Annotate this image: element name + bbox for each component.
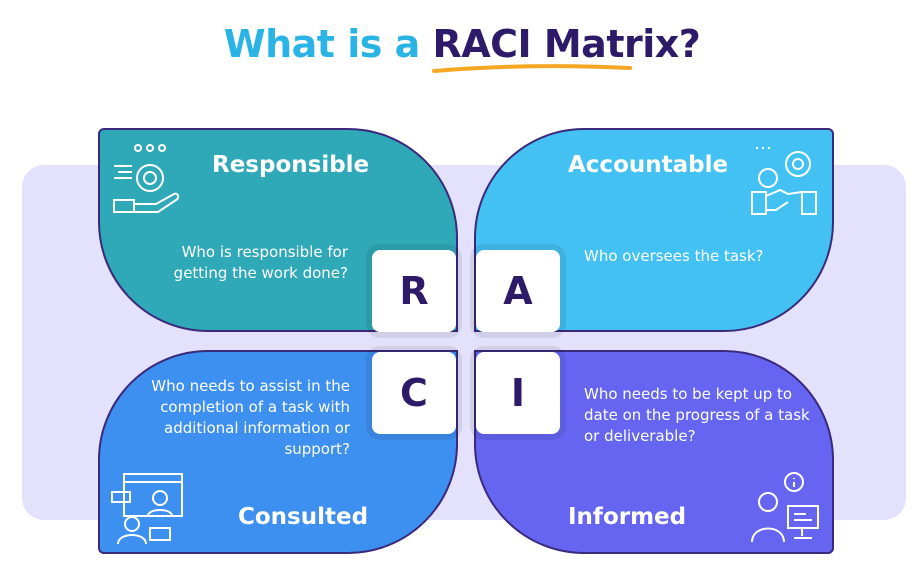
quadrant-heading: Responsible xyxy=(212,152,370,178)
underline-decoration xyxy=(432,64,633,73)
letter-c: C xyxy=(372,352,456,434)
letter-r: R xyxy=(372,250,456,332)
quadrant-description: Who needs to be kept up to date on the p… xyxy=(584,385,810,445)
quadrant-description: Who needs to assist in the completion of… xyxy=(151,377,350,458)
quadrant-heading: Informed xyxy=(568,504,687,530)
title-highlight: RACI Matrix? xyxy=(432,22,701,73)
letter-i: I xyxy=(476,352,560,434)
quadrant-heading: Accountable xyxy=(568,152,729,178)
quadrant-description: Who is responsible for getting the work … xyxy=(173,243,348,282)
gears-handshake-icon xyxy=(751,147,817,215)
quadrant-description: Who oversees the task? xyxy=(584,247,764,265)
video-call-icon xyxy=(111,473,183,545)
letter-a: A xyxy=(476,250,560,332)
person-info-icon xyxy=(751,472,819,543)
gear-hand-icon xyxy=(113,144,180,213)
page-title: What is a RACI Matrix? xyxy=(0,22,924,73)
quadrant-heading: Consulted xyxy=(238,504,369,530)
